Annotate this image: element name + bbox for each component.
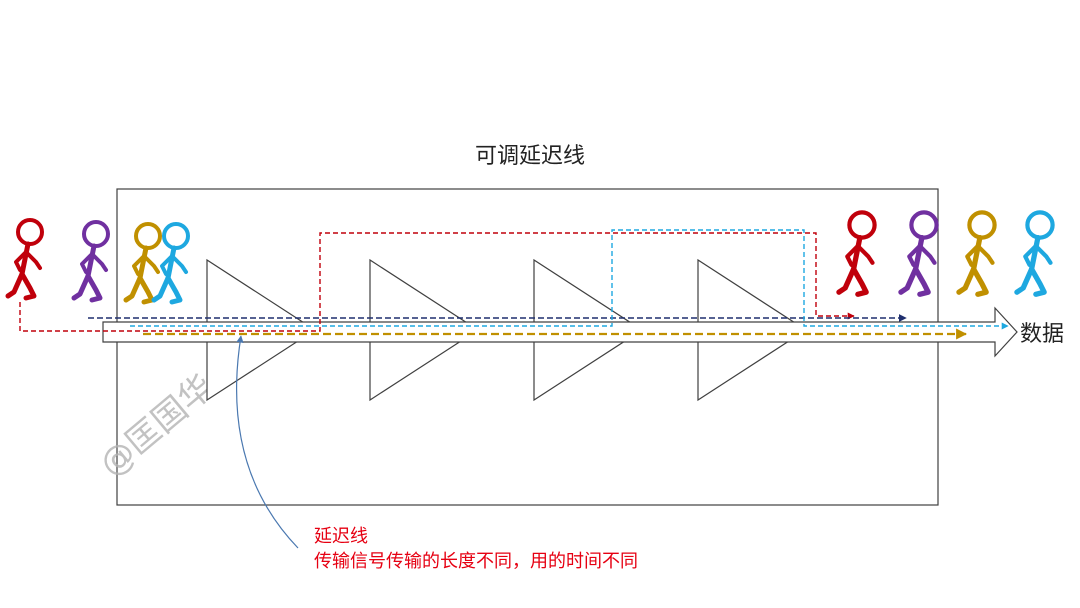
annotation-pointer-arrow <box>235 335 299 549</box>
walking-person-icon <box>839 212 875 294</box>
walking-person-icon <box>1017 212 1053 294</box>
annotation-line-2: 传输信号传输的长度不同，用的时间不同 <box>314 551 638 572</box>
watermark: @匡国华 <box>92 367 222 485</box>
walking-person-icon <box>959 212 995 294</box>
data-label: 数据 <box>1020 322 1064 347</box>
walking-person-icon <box>901 212 937 294</box>
delay-line-box <box>116 188 939 506</box>
annotation-line-1: 延迟线 <box>314 526 368 547</box>
walking-person-icon <box>74 222 108 300</box>
diagram-title: 可调延迟线 <box>475 144 585 169</box>
walking-person-icon <box>8 220 42 298</box>
left-figures <box>8 220 188 302</box>
walking-person-icon <box>126 224 160 302</box>
cyan-delay-path <box>130 229 1009 330</box>
data-arrow <box>102 306 1018 358</box>
red-delay-path <box>19 232 855 332</box>
right-figures <box>839 212 1053 294</box>
